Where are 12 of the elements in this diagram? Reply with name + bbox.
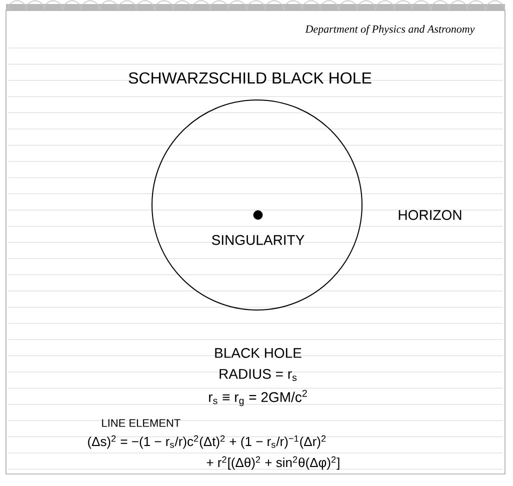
formula-text: + r$^{2}$[(Δθ)$^{2}$ + sin$^{2}$θ(Δφ)$^{2}$]	[206, 456, 340, 470]
singularity-dot	[253, 210, 263, 220]
department-name: Department of Physics and Astronomy	[305, 24, 475, 36]
formula-text: r$_{s}$ ≡ r$_{g}$ = 2GM/c$^{2}$	[209, 390, 307, 406]
label: BLACK HOLE	[215, 348, 302, 358]
formula-text: RADIUS = r$_{s}$	[220, 368, 297, 381]
title: SCHWARZSCHILD BLACK HOLE	[128, 72, 372, 84]
label: LINE ELEMENT	[102, 419, 180, 427]
horizon-circle	[152, 100, 362, 310]
singularity-label: SINGULARITY	[212, 235, 304, 245]
formula-text: (Δs)$^{2}$ = −(1 − r$_{s}$/r)c$^{2}$(Δt)$^{2}$ + (1 − r$_{s}$/r)$^{−1}$(Δr)$^{2}$	[88, 435, 326, 449]
horizon-label: HORIZON	[398, 210, 462, 220]
